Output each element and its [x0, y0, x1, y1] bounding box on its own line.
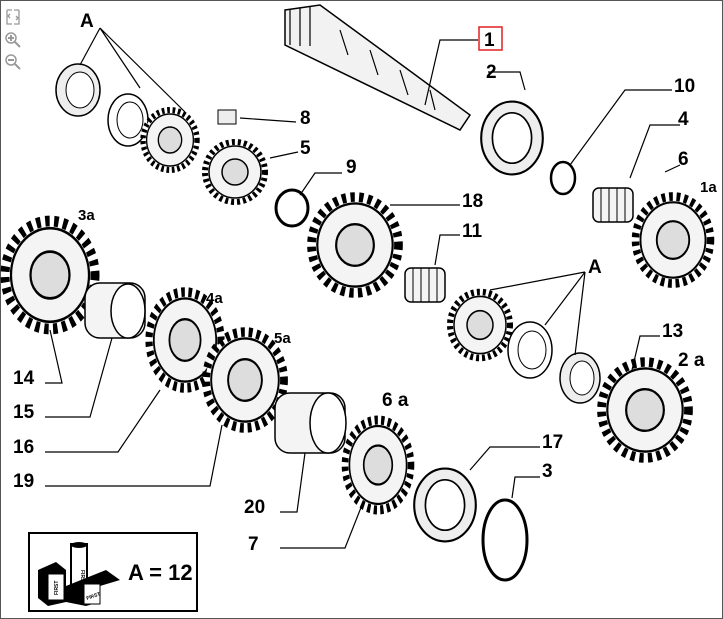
fit-view-icon[interactable] [4, 8, 22, 26]
callout-5[interactable]: 5 [300, 138, 311, 159]
callout-A-top: A [80, 11, 94, 32]
synchro-ring-2[interactable] [107, 93, 149, 147]
quantity-legend: FIRST FIRST FIRST A = 12 [28, 532, 198, 612]
box-label-right: FIRST [86, 591, 102, 602]
part-19-gear[interactable] [206, 332, 284, 428]
part-13-gear[interactable] [602, 362, 689, 458]
synchro-cone[interactable] [143, 110, 197, 170]
callout-15[interactable]: 15 [13, 402, 35, 423]
synchro-ring-1[interactable] [55, 63, 101, 117]
callout-10[interactable]: 10 [674, 76, 695, 97]
part-9-circlip[interactable] [274, 188, 310, 228]
callout-7[interactable]: 7 [248, 534, 259, 555]
callout-11[interactable]: 11 [462, 221, 483, 242]
part-20-bushing[interactable] [274, 392, 347, 454]
callout-A-mid: A [588, 257, 602, 278]
synchro-ring-mid-1[interactable] [507, 321, 553, 379]
legend-quantity-text: A = 12 [128, 560, 193, 585]
main-shaft[interactable] [284, 4, 472, 131]
callout-6[interactable]: 6 [678, 149, 689, 170]
part-5-sleeve[interactable] [205, 142, 265, 202]
part-7-gear[interactable] [345, 420, 411, 510]
box-label-can: FIRST [79, 570, 85, 584]
callout-5a[interactable]: 5a [274, 330, 291, 347]
part-3-circlip[interactable] [481, 498, 529, 582]
oil-boxes-icon: FIRST FIRST FIRST [38, 542, 120, 606]
part-2-bearing[interactable] [480, 100, 544, 176]
synchro-cone-mid[interactable] [450, 292, 510, 358]
synchro-ring-mid-2[interactable] [559, 352, 601, 404]
box-label-left: FIRST [54, 581, 60, 595]
part-18-gear[interactable] [312, 197, 399, 293]
callout-3a[interactable]: 3a [78, 207, 95, 224]
callout-2a[interactable]: 2 a [678, 350, 705, 371]
callout-16[interactable]: 16 [13, 437, 34, 458]
part-15-bushing[interactable] [84, 282, 146, 339]
callout-4[interactable]: 4 [678, 109, 689, 130]
callout-17[interactable]: 17 [542, 432, 563, 453]
selected-part-highlight [478, 26, 503, 51]
callout-13[interactable]: 13 [662, 321, 683, 342]
callout-20[interactable]: 20 [244, 497, 265, 518]
callout-19[interactable]: 19 [13, 471, 34, 492]
callout-9[interactable]: 9 [346, 157, 357, 178]
callout-6a[interactable]: 6 a [382, 390, 409, 411]
callout-14[interactable]: 14 [13, 368, 35, 389]
callout-8[interactable]: 8 [300, 108, 311, 129]
part-17-bearing[interactable] [413, 467, 477, 543]
callout-1[interactable]: 1 [484, 30, 495, 51]
part-11-roller-bearing[interactable] [404, 267, 446, 303]
callout-18[interactable]: 18 [462, 191, 483, 212]
callout-4a[interactable]: 4a [206, 290, 223, 307]
zoom-out-icon[interactable] [4, 53, 22, 71]
part-14-gear[interactable] [5, 221, 95, 329]
leader-lines [45, 27, 681, 549]
callout-1a[interactable]: 1a [700, 179, 717, 196]
zoom-in-icon[interactable] [4, 31, 22, 49]
part-4-roller-bearing[interactable] [592, 187, 634, 223]
part-8-key[interactable] [217, 109, 237, 125]
part-6-gear[interactable] [636, 197, 711, 284]
callout-2[interactable]: 2 [486, 62, 497, 83]
callout-3[interactable]: 3 [542, 461, 553, 482]
part-10-circlip[interactable] [549, 160, 577, 196]
